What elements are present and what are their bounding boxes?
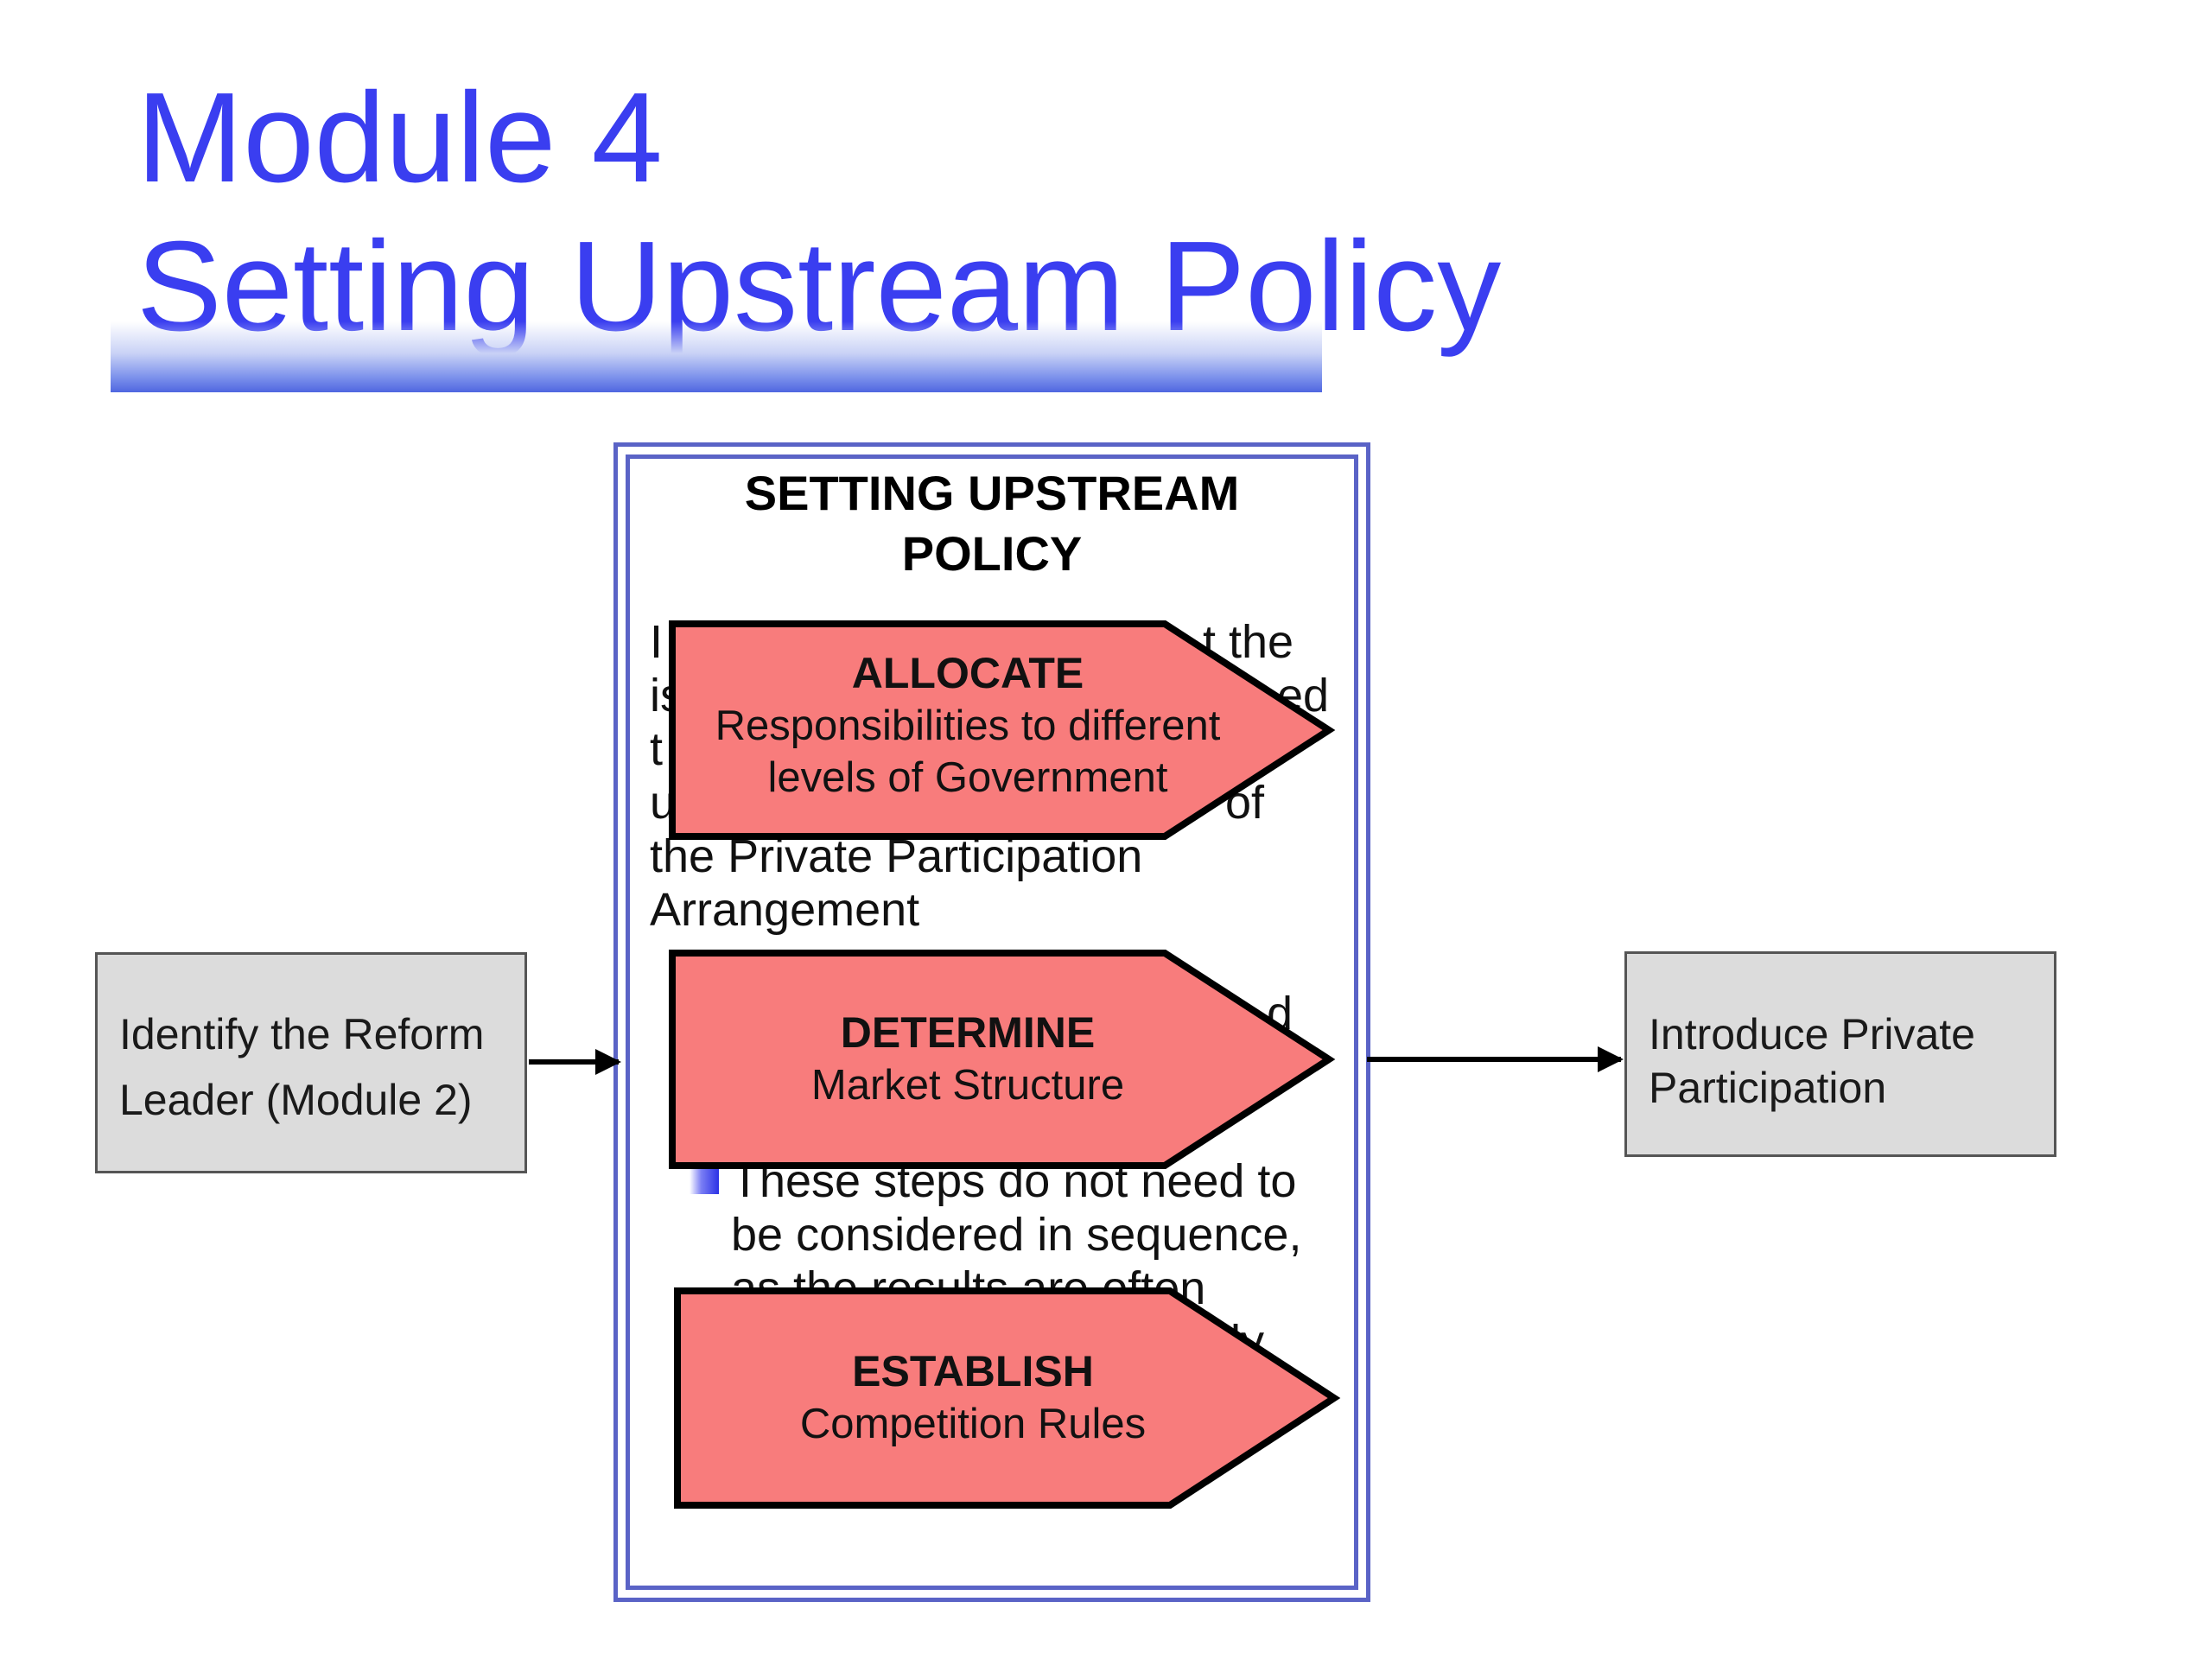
step-label-establish: ESTABLISH Competition Rules — [696, 1344, 1249, 1450]
flow-box-private-participation — [1624, 951, 2056, 1157]
flow-box-reform-leader-line2: Leader (Module 2) — [119, 1076, 473, 1124]
policy-panel-title: SETTING UPSTREAM POLICY — [641, 463, 1343, 584]
panel-text-line: be considered in sequence, — [731, 1209, 1302, 1261]
step-heading: DETERMINE — [840, 1008, 1096, 1057]
step-label-allocate: ALLOCATE Responsibilities to different l… — [691, 646, 1244, 804]
policy-panel-inner-border — [626, 454, 1358, 1590]
panel-text-fragment: I — [650, 616, 664, 668]
step-heading: ALLOCATE — [851, 649, 1084, 697]
step-description: Competition Rules — [799, 1401, 1147, 1447]
step-description: levels of Government — [767, 754, 1168, 801]
step-description: Market Structure — [810, 1062, 1125, 1109]
step-arrow-allocate — [669, 620, 1336, 840]
step-arrow-determine — [669, 950, 1336, 1169]
flow-box-private-participation-line1: Introduce Private — [1649, 1010, 1975, 1058]
flow-box-reform-leader-line1: Identify the Reform — [119, 1010, 485, 1058]
flow-box-private-participation-line2: Participation — [1649, 1064, 1887, 1112]
slide-title-line1: Module 4 — [137, 67, 663, 209]
step-heading: ESTABLISH — [852, 1347, 1094, 1395]
panel-text-line: Arrangement — [650, 884, 920, 936]
policy-panel-title-line2: POLICY — [901, 526, 1083, 581]
title-underline-bar — [111, 321, 1322, 392]
step-description: Responsibilities to different — [715, 702, 1221, 749]
flow-box-reform-leader — [95, 952, 527, 1173]
step-arrow-establish — [674, 1287, 1341, 1509]
bullet-square-icon — [690, 1168, 719, 1194]
policy-panel-title-line1: SETTING UPSTREAM — [744, 466, 1240, 520]
step-label-determine: DETERMINE Market Structure — [691, 1006, 1244, 1111]
panel-text-fragment: t — [650, 723, 664, 775]
